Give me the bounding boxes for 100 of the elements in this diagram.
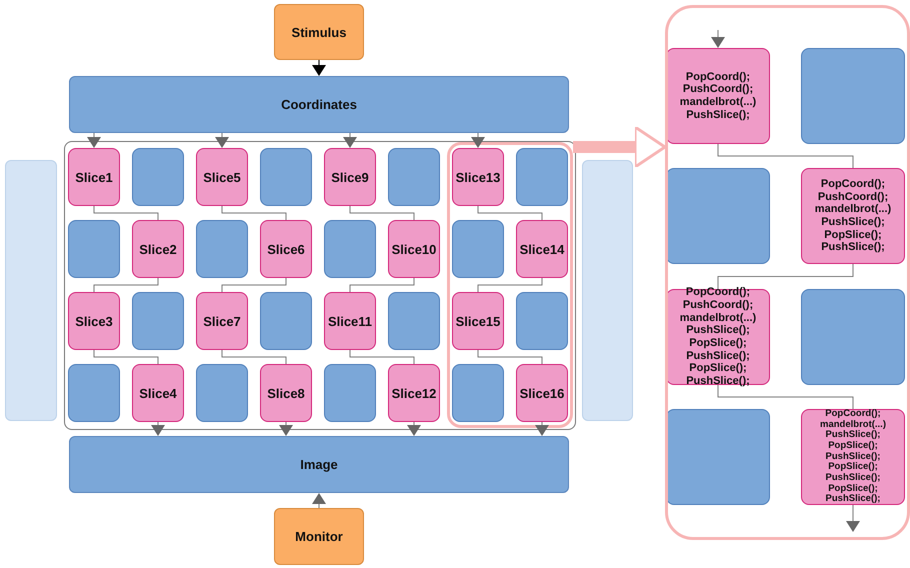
- block-arrow: [573, 126, 666, 168]
- empty-cell: [668, 168, 770, 264]
- arrow: [87, 132, 101, 148]
- box-label: Image: [300, 457, 338, 472]
- code-listing: PopCoord(); mandelbrot(...) PushSlice(); PopSlice(); PushSlice(); PopSlice(); PushSlice(); PopSlice(); PushSlice();: [820, 409, 886, 505]
- arrow: [343, 132, 357, 148]
- connector-line: [222, 278, 286, 292]
- box-label: Monitor: [295, 529, 343, 544]
- box-label: Slice16: [520, 386, 564, 400]
- slice-box: [668, 48, 770, 144]
- grid-frame: [64, 141, 576, 430]
- empty-cell: [68, 220, 120, 278]
- box-label: Slice14: [520, 242, 564, 256]
- connector-line: [350, 350, 414, 364]
- connector-line: [478, 278, 542, 292]
- connector-line: [718, 144, 854, 168]
- slice-box: [388, 220, 440, 278]
- box-label: Stimulus: [292, 24, 346, 40]
- empty-cell: [132, 292, 184, 350]
- arrow: [312, 493, 326, 508]
- box-label: Slice12: [392, 386, 436, 400]
- connector-line: [350, 278, 414, 292]
- slice-box: [452, 292, 504, 350]
- box-label: Slice3: [75, 314, 113, 328]
- empty-cell: [801, 48, 905, 144]
- slice-box: [132, 220, 184, 278]
- connector-line: [478, 350, 542, 364]
- empty-cell: [452, 220, 504, 278]
- slice-box: [324, 292, 376, 350]
- arrow: [151, 422, 165, 436]
- box-label: Slice13: [456, 170, 500, 184]
- connector-line: [718, 264, 854, 290]
- empty-cell: [196, 364, 248, 422]
- box-label: Slice15: [456, 314, 500, 328]
- connector-line: [718, 384, 854, 410]
- connector-line: [350, 206, 414, 220]
- box-label: Slice7: [203, 314, 241, 328]
- connector-line: [94, 350, 158, 364]
- empty-cell: [324, 220, 376, 278]
- code-listing: PopCoord(); PushCoord(); mandelbrot(...) PushSlice();: [680, 70, 756, 122]
- box-label: Slice1: [75, 170, 113, 184]
- slice-box: [801, 409, 905, 505]
- connector-line: [222, 206, 286, 220]
- connector-line: [94, 278, 158, 292]
- slice-box: [452, 148, 504, 206]
- arrow: [279, 422, 293, 436]
- arrow: [471, 132, 485, 148]
- arrow: [407, 422, 421, 436]
- empty-cell: [68, 364, 120, 422]
- empty-cell: [196, 220, 248, 278]
- connector-line: [94, 206, 158, 220]
- side-panel: [582, 160, 633, 421]
- empty-cell: [452, 364, 504, 422]
- box-label: Slice5: [203, 170, 241, 184]
- arrow: [846, 504, 860, 532]
- empty-cell: [388, 148, 440, 206]
- slice-box: [196, 292, 248, 350]
- empty-cell: [260, 292, 312, 350]
- empty-cell: [516, 148, 568, 206]
- code-listing: PopCoord(); PushCoord(); mandelbrot(...) PushSlice(); PopSlice(); PushSlice(); PopSlice(); PushSlice();: [680, 286, 756, 388]
- empty-cell: [801, 289, 905, 385]
- process-box: [274, 4, 364, 60]
- slice-box: [68, 292, 120, 350]
- slice-box: [324, 148, 376, 206]
- buffer-bar: [69, 76, 569, 133]
- empty-cell: [260, 148, 312, 206]
- arrow: [711, 30, 725, 48]
- box-label: Slice10: [392, 242, 436, 256]
- empty-cell: [132, 148, 184, 206]
- empty-cell: [324, 364, 376, 422]
- detail-panel: [665, 5, 910, 540]
- box-label: Slice2: [139, 242, 177, 256]
- empty-cell: [388, 292, 440, 350]
- arrow: [312, 60, 326, 76]
- slice-box: [260, 364, 312, 422]
- slice-box: [132, 364, 184, 422]
- box-label: Coordinates: [281, 97, 357, 112]
- empty-cell: [516, 292, 568, 350]
- slice-box: [388, 364, 440, 422]
- side-panel: [5, 160, 57, 421]
- connector-line: [222, 350, 286, 364]
- connector-line: [478, 206, 542, 220]
- slice-box: [196, 148, 248, 206]
- slice-box: [68, 148, 120, 206]
- box-label: Slice6: [267, 242, 305, 256]
- box-label: Slice9: [331, 170, 369, 184]
- arrow: [535, 422, 549, 436]
- box-label: Slice8: [267, 386, 305, 400]
- box-label: Slice4: [139, 386, 177, 400]
- box-label: Slice11: [328, 314, 372, 328]
- arrow: [215, 132, 229, 148]
- empty-cell: [668, 409, 770, 505]
- slice-box: [516, 364, 568, 422]
- process-box: [274, 508, 364, 565]
- buffer-bar: [69, 436, 569, 493]
- code-listing: PopCoord(); PushCoord(); mandelbrot(...) PushSlice(); PopSlice(); PushSlice();: [814, 178, 892, 254]
- slice-box: [516, 220, 568, 278]
- slice-box: [668, 289, 770, 385]
- slice-box: [260, 220, 312, 278]
- slice-box: [801, 168, 905, 264]
